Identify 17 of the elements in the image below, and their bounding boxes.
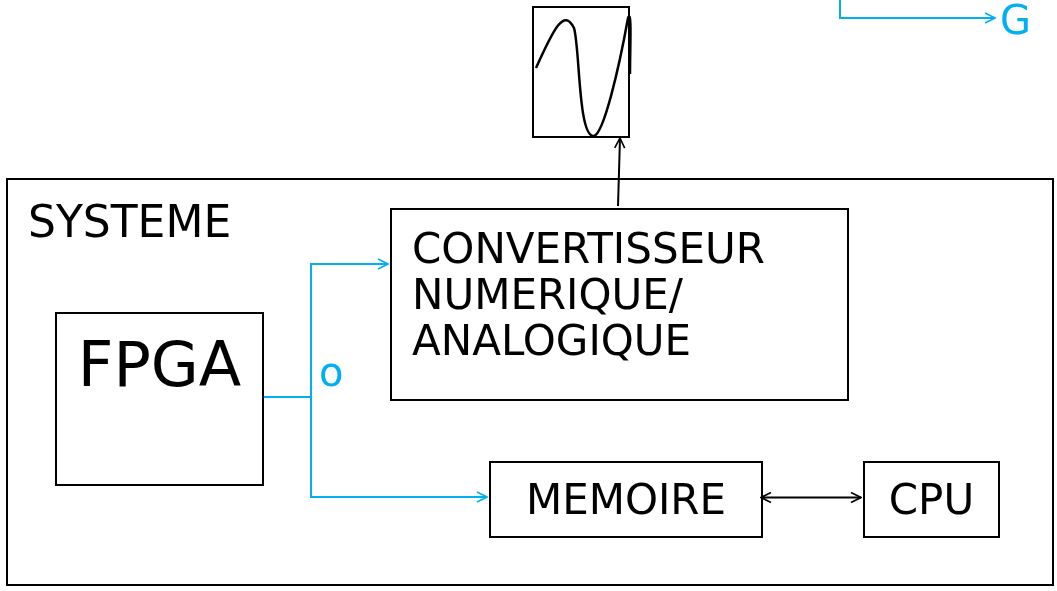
arrow — [613, 137, 626, 207]
arrow — [261, 396, 488, 503]
node-text: MEMOIRE — [525, 478, 727, 521]
node-text: CONVERTISSEUR NUMERIQUE/ ANALOGIQUE — [412, 224, 766, 366]
node-text: SYSTEME — [28, 196, 232, 247]
converter-box — [390, 208, 849, 401]
bus-label: o — [319, 352, 344, 392]
memory-box — [489, 461, 763, 538]
system-box — [6, 178, 1054, 586]
cpu-box — [863, 461, 1000, 538]
arrow — [760, 491, 862, 504]
picture — [532, 6, 630, 138]
node-text: FPGA — [77, 334, 242, 403]
fpga-box — [55, 312, 264, 486]
output-label: G — [1000, 0, 1050, 44]
node-text: CPU — [888, 478, 975, 521]
arrow — [839, 0, 996, 24]
